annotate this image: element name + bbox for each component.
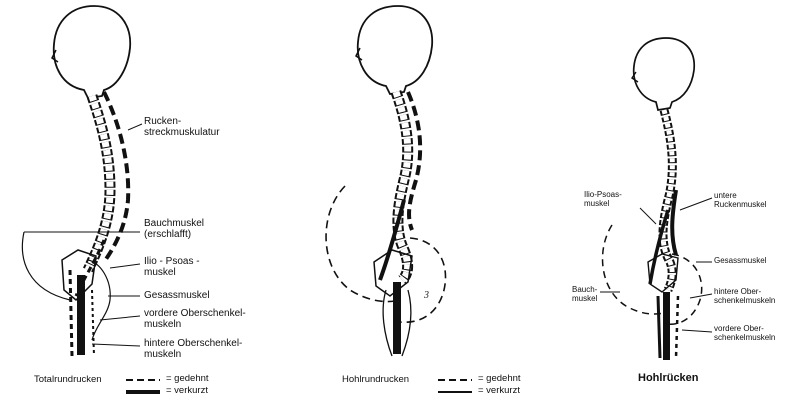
- label-back-thigh: hintere Oberschenkel- muskeln: [144, 338, 242, 360]
- legend-stretched: = gedehnt: [166, 373, 209, 384]
- thigh-outline: [88, 260, 110, 340]
- label-abdominal-muscle: Bauch- muskel: [572, 285, 597, 303]
- quadriceps-dashed: [92, 290, 94, 356]
- head-outline: [634, 38, 695, 110]
- legend-stretched: = gedehnt: [478, 373, 521, 384]
- label-lower-back-muscle: untere Ruckenmuskel: [714, 191, 766, 209]
- caption-hohlrundrucken: Hohlrundrucken: [342, 374, 409, 385]
- label-back-extensors: Rucken- streckmuskulatur: [144, 116, 220, 138]
- femur: [77, 275, 85, 355]
- label-front-thigh: vordere Ober- schenkelmuskeln: [714, 324, 775, 342]
- thigh-front: [383, 290, 392, 356]
- femur: [663, 292, 670, 360]
- pointer-lines: [92, 124, 142, 346]
- back-dashed: [408, 92, 420, 230]
- legend-shortened: = verkurzt: [166, 385, 208, 396]
- spine-inner: [88, 96, 110, 270]
- label-back-thigh: hintere Ober- schenkelmuskeln: [714, 287, 775, 305]
- label-iliopsoas: Ilio-Psoas- muskel: [584, 190, 622, 208]
- quadriceps-solid: [658, 296, 660, 358]
- head-outline: [358, 6, 432, 94]
- label-iliopsoas: Ilio - Psoas - muskel: [144, 256, 200, 278]
- label-gluteal-muscle: Gesassmuskel: [714, 256, 766, 265]
- label-abdominal-muscle: Bauchmuskel (erschlafft): [144, 218, 204, 240]
- abdominal-dashed-arc: [326, 186, 400, 302]
- legend-shortened: = verkurzt: [478, 385, 520, 396]
- figure-hohlrundrucken: [326, 6, 472, 392]
- lower-back-solid: [672, 190, 676, 255]
- figure-number: 3: [424, 290, 429, 301]
- label-gluteal-muscle: Gesassmuskel: [144, 290, 210, 301]
- caption-hohlruecken: Hohlrücken: [638, 372, 699, 384]
- hamstring-dashed: [676, 296, 678, 358]
- figure-totalrundrucken: [22, 6, 160, 392]
- label-front-thigh: vordere Oberschenkel- muskeln: [144, 308, 246, 330]
- hamstring-dashed: [70, 270, 72, 356]
- iliopsoas-solid: [380, 200, 404, 280]
- femur: [393, 282, 401, 354]
- caption-totalrundrucken: Totalrundrucken: [34, 374, 102, 385]
- pointer-lines: [600, 198, 712, 332]
- head-outline: [54, 6, 130, 98]
- thigh-back: [402, 290, 411, 356]
